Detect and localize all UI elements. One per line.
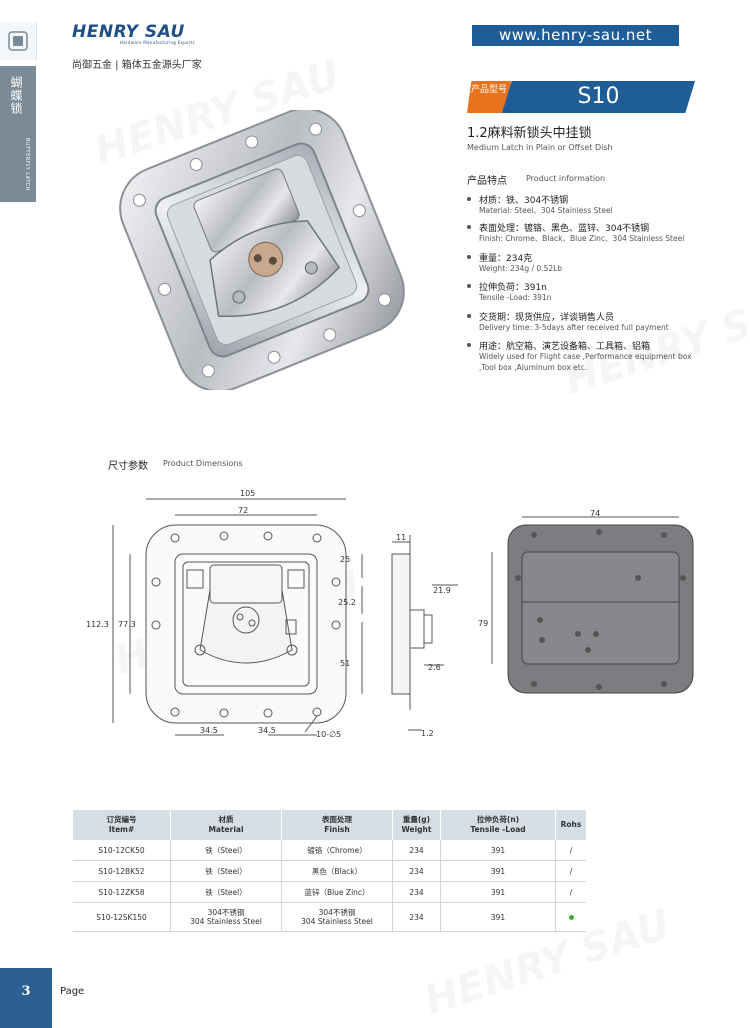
info-heading: 产品特点 [467, 176, 507, 187]
table-row: S10-12CK50 铁（Steel） 镀铬（Chrome） 234 391 / [73, 840, 586, 861]
bullet-icon [467, 343, 471, 347]
cell-rohs: / [555, 860, 586, 882]
dim-2-6: 2.6 [428, 663, 441, 672]
cell-weight: 234 [392, 860, 441, 882]
dim-112: 112.3 [86, 620, 109, 629]
dim-77: 77.3 [118, 620, 136, 629]
cell-load: 391 [440, 902, 556, 932]
cell-item: S10-12ZK58 [73, 881, 171, 903]
cell-material: 铁（Steel） [170, 881, 282, 903]
cell-item: S10-12BK52 [73, 860, 171, 882]
brand-logo[interactable]: HENRY SAU [72, 22, 185, 42]
feature-en: Tensile -Load: 391n [479, 293, 552, 302]
logo-subtitle: Hardware Manufacturing Experts [120, 40, 196, 45]
table-row: S10-12ZK58 铁（Steel） 蓝锌（Blue Zinc） 234 39… [73, 881, 586, 903]
category-label-en: BUTTERFLY LATCH [24, 138, 30, 191]
product-subtitle: Medium Latch in Plain or Offset Dish [467, 143, 613, 152]
dim-1-2: 1.2 [421, 729, 434, 738]
cell-item: S10-12CK50 [73, 840, 171, 861]
cell-rohs [555, 902, 586, 932]
dim-72: 72 [238, 506, 248, 515]
feature-en: Material: Steel、304 Stainless Steel [479, 206, 613, 215]
feature-cn: 拉伸负荷：391n [479, 283, 547, 293]
cell-finish: 黑色（Black） [281, 860, 393, 882]
dim-holes: 10-∅5 [316, 730, 341, 739]
dimensions-heading-en: Product Dimensions [163, 459, 243, 468]
feature-cn: 材质：铁、304不锈钢 [479, 196, 569, 206]
table-row: S10-12BK52 铁（Steel） 黑色（Black） 234 391 / [73, 860, 586, 882]
dim-74: 74 [590, 509, 600, 518]
feature-en: Weight: 234g / 0.52Lb [479, 264, 563, 273]
dim-21-9: 21.9 [433, 586, 451, 595]
category-tab[interactable]: 蝴蝶锁 BUTTERFLY LATCH [0, 66, 36, 202]
cell-material: 铁（Steel） [170, 860, 282, 882]
bullet-icon [467, 314, 471, 318]
tagline: 尚御五金 | 箱体五金源头厂家 [72, 60, 202, 71]
dimensions-heading: 尺寸参数 [108, 461, 148, 472]
cell-material: 铁（Steel） [170, 840, 282, 861]
cell-load: 391 [440, 860, 556, 882]
cell-weight: 234 [392, 881, 441, 903]
cell-finish: 蓝锌（Blue Zinc） [281, 881, 393, 903]
info-heading-en: Product information [526, 174, 606, 183]
cell-item: S10-12SK150 [73, 902, 171, 932]
cell-load: 391 [440, 840, 556, 861]
dim-51: 51 [340, 659, 350, 668]
cell-weight: 234 [392, 840, 441, 861]
feature-cn: 交货期：现货供应，详谈销售人员 [479, 313, 615, 323]
col-load: 拉伸负荷(n)Tensile -Load [440, 810, 556, 840]
dim-11: 11 [396, 533, 406, 542]
product-title: 1.2麻料新锁头中挂锁 [467, 126, 592, 141]
bullet-icon [467, 197, 471, 201]
feature-en: Finish: Chrome、Black、Blue Zinc、304 Stain… [479, 234, 685, 243]
rohs-compliant-icon [568, 914, 574, 920]
side-logo-icon [0, 22, 37, 60]
col-rohs: Rohs [555, 810, 586, 840]
page-number: 3 [0, 968, 52, 1028]
cell-weight: 234 [392, 902, 441, 932]
technical-drawing: 105 72 112.3 77.3 25 25.2 51 34.5 34.5 1… [86, 489, 694, 739]
dim-79: 79 [478, 619, 488, 628]
col-weight: 重量(g)Weight [392, 810, 441, 840]
cell-rohs: / [555, 840, 586, 861]
feature-en: Widely used for Flight case ,Performance… [479, 352, 692, 372]
category-label: 蝴蝶锁 [9, 76, 23, 115]
feature-cn: 重量：234克 [479, 254, 533, 264]
dim-105: 105 [240, 489, 255, 498]
bullet-icon [467, 255, 471, 259]
website-url[interactable]: www.henry-sau.net [472, 25, 679, 46]
cell-load: 391 [440, 881, 556, 903]
dim-25-2: 25.2 [338, 598, 356, 607]
dim-25: 25 [340, 555, 350, 564]
feature-cn: 表面处理：镀铬、黑色、蓝锌、304不锈钢 [479, 224, 650, 234]
page-label: Page [60, 986, 85, 997]
product-photo [119, 110, 405, 390]
dim-34-5-left: 34.5 [200, 726, 218, 735]
bullet-icon [467, 284, 471, 288]
dim-34-5-right: 34.5 [258, 726, 276, 735]
feature-en: Delivery time: 3-5days after received fu… [479, 323, 669, 332]
feature-cn: 用途：航空箱、演艺设备箱、工具箱、铝箱 [479, 342, 651, 352]
model-number: S10 [502, 81, 695, 113]
cell-finish: 镀铬（Chrome） [281, 840, 393, 861]
bullet-icon [467, 225, 471, 229]
cell-rohs: / [555, 881, 586, 903]
